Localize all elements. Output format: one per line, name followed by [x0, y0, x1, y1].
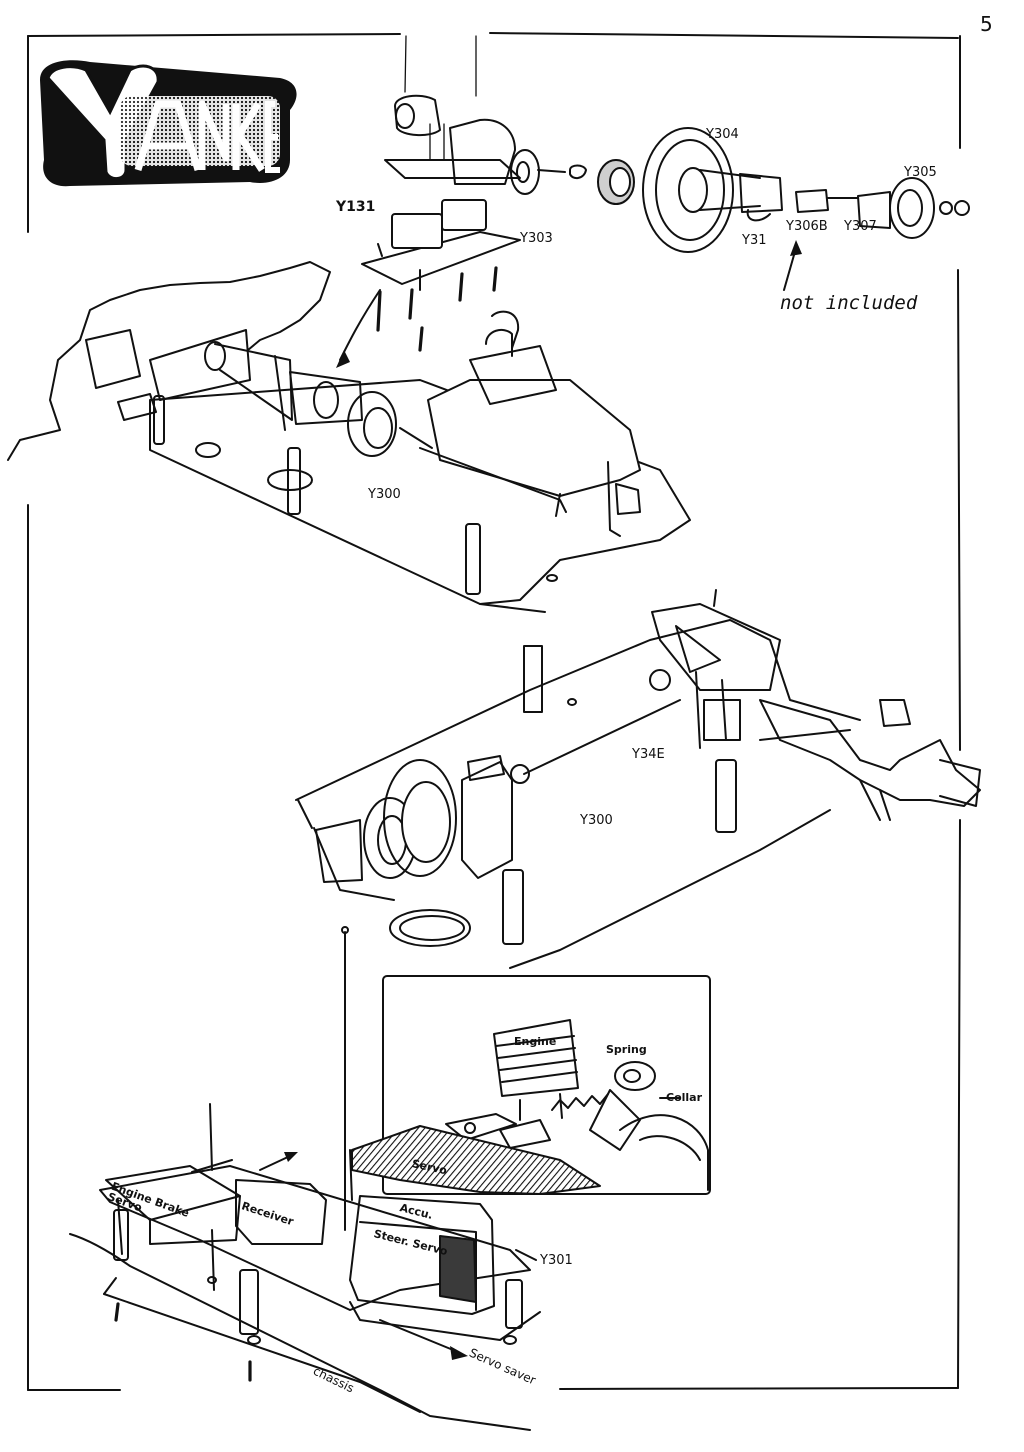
page-number: 5	[980, 12, 993, 36]
label-y305: Y305	[904, 165, 937, 180]
inset-label-collar: Collar	[666, 1091, 703, 1104]
label-y304: Y304	[706, 127, 739, 142]
inset-label-spring: Spring	[606, 1043, 647, 1056]
label-y300-top: Y300	[368, 487, 401, 502]
label-y300-mid: Y300	[580, 813, 613, 828]
label-y131: Y131	[336, 199, 376, 215]
label-y301: Y301	[540, 1253, 573, 1268]
label-y31: Y31	[742, 233, 767, 248]
label-y303: Y303	[520, 231, 553, 246]
yankee-logo-graphic	[40, 60, 297, 187]
label-y34e: Y34E	[632, 747, 665, 762]
middle-assembly	[295, 589, 981, 969]
antenna	[341, 926, 349, 1231]
label-y306b: Y306B	[786, 219, 828, 234]
inset-label-engine: Engine	[514, 1035, 557, 1048]
detail-inset	[349, 975, 711, 1201]
label-y307: Y307	[844, 219, 877, 234]
radio-plate	[69, 1103, 541, 1431]
top-exploded-drive	[336, 35, 970, 368]
label-not-included: not included	[780, 292, 918, 314]
page-frame	[27, 32, 961, 1391]
chassis-top-plate	[7, 261, 691, 613]
